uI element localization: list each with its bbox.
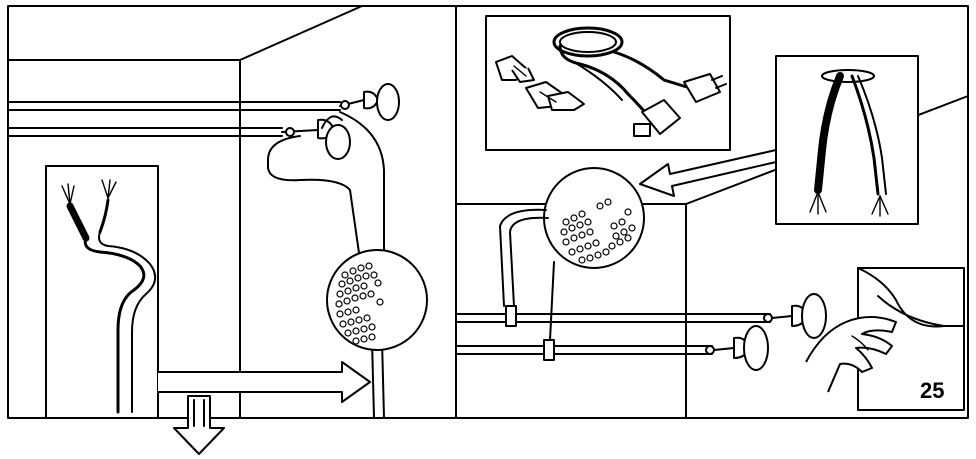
speaker-cable-3 xyxy=(549,261,555,341)
wall-hook-icon xyxy=(281,115,351,160)
wall-hook-icon xyxy=(705,325,769,371)
white-conductor xyxy=(850,74,880,196)
arrow-down-icon xyxy=(173,395,225,455)
wire-detail-inset xyxy=(45,165,159,419)
white-conductor xyxy=(857,75,887,195)
wire-connector-icon xyxy=(495,55,585,111)
speaker-icon xyxy=(326,249,428,351)
reference-page-number: 25 xyxy=(920,378,944,403)
ceiling-edge xyxy=(239,5,363,61)
arrow-right-icon xyxy=(158,361,371,403)
black-conductor xyxy=(814,72,844,194)
speaker-cable-1 xyxy=(267,135,361,261)
speaker-cable-4 xyxy=(381,339,385,419)
speaker-icon xyxy=(543,167,645,269)
black-conductor xyxy=(66,202,90,242)
page-turn-hand-icon: 25 xyxy=(805,267,965,411)
speaker-cable-2 xyxy=(509,216,549,307)
arrow-left-icon xyxy=(639,149,777,197)
wall-hook-icon xyxy=(763,293,827,339)
cable-wire xyxy=(98,231,157,413)
speaker-cable-3 xyxy=(371,339,375,419)
y-cable-icon xyxy=(552,26,727,137)
right-panel-frame xyxy=(455,5,969,419)
wall-hook-icon xyxy=(339,83,400,121)
cable-wire xyxy=(83,236,146,414)
speaker-cable-1 xyxy=(499,208,547,307)
right-panel: 25 xyxy=(455,5,969,419)
accessory-inset xyxy=(485,15,731,151)
cable-clip xyxy=(543,339,555,361)
white-conductor xyxy=(98,198,110,234)
left-panel xyxy=(7,5,457,455)
cable-clip xyxy=(505,305,517,327)
speaker-cable-2 xyxy=(339,111,385,263)
wire-detail-inset xyxy=(775,55,919,225)
